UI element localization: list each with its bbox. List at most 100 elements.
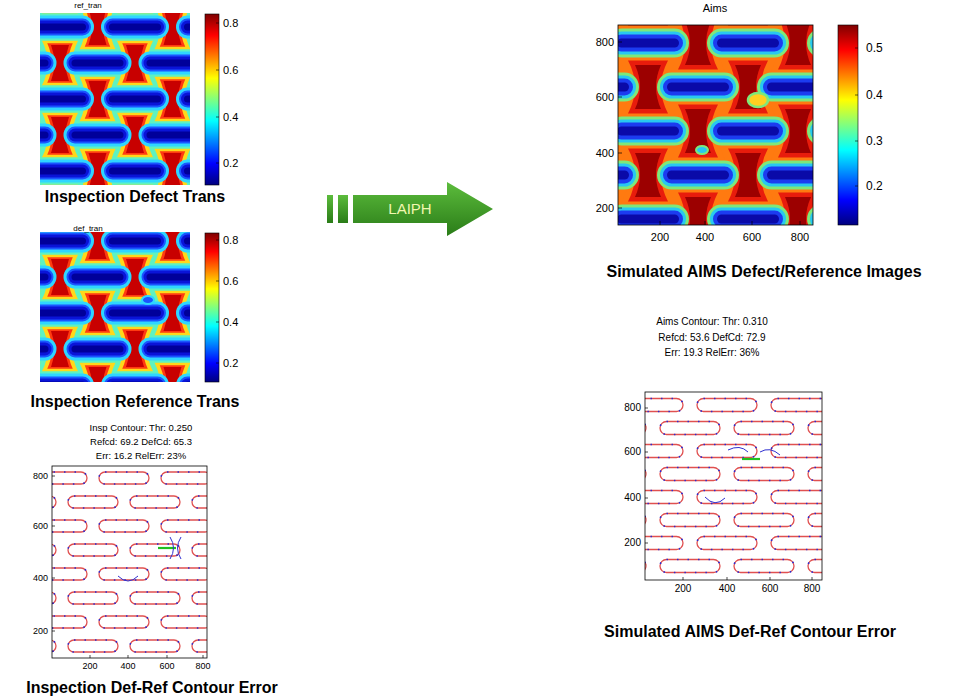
dark-feature (618, 73, 639, 102)
panel-caption: Inspection Reference Trans (31, 393, 240, 411)
dark-feature (763, 167, 813, 184)
dark-feature (40, 379, 89, 383)
defect-contour (161, 568, 207, 580)
tick-mark (618, 208, 622, 209)
dark-feature (713, 35, 783, 52)
dark-feature (101, 232, 169, 253)
dark-feature (618, 76, 636, 99)
axis-tick-label: 400 (719, 584, 736, 594)
dark-feature (717, 127, 779, 136)
dark-feature (707, 29, 789, 58)
defect-contour (130, 496, 180, 508)
tick-mark (855, 141, 858, 142)
tick-mark (52, 476, 55, 477)
dark-feature (40, 21, 89, 34)
dark-feature (72, 274, 124, 281)
colorbar-tick-label: 0.4 (223, 317, 238, 328)
dark-feature (67, 269, 129, 286)
defect-contour (645, 537, 683, 550)
dark-feature (40, 52, 57, 75)
dark-feature (618, 171, 629, 180)
plot-ground (52, 466, 207, 658)
tick-mark (855, 186, 858, 187)
bright-spot (785, 25, 811, 65)
panel-caption: Inspection Def-Ref Contour Error (26, 679, 278, 697)
bright-spot (685, 197, 711, 225)
panel-caption: Simulated AIMS Def-Ref Contour Error (604, 623, 896, 641)
defect-contour (52, 544, 56, 556)
dark-feature (109, 310, 161, 317)
dark-feature (184, 238, 190, 245)
dark-feature (618, 208, 686, 226)
tick-mark (812, 577, 813, 580)
defect-contour (99, 520, 149, 532)
dark-feature (710, 208, 786, 226)
reference-contour (645, 491, 683, 504)
reference-contour (192, 640, 207, 652)
dark-feature (618, 215, 679, 224)
dark-feature (179, 233, 190, 250)
dark-feature (618, 211, 683, 226)
dark-feature (67, 341, 129, 358)
reference-contour (660, 468, 720, 481)
dark-feature (184, 310, 190, 317)
colorbar-tick-label: 0.5 (866, 42, 883, 54)
tick-mark (167, 655, 168, 658)
colorbar (205, 233, 219, 382)
axis-tick-label: 600 (762, 584, 779, 594)
dark-feature (807, 205, 813, 226)
dark-feature (64, 52, 132, 75)
reference-contour (697, 399, 757, 412)
dark-feature (707, 205, 789, 226)
axis-tick-label: 800 (791, 232, 809, 243)
dark-feature (104, 91, 166, 108)
dark-feature (69, 343, 127, 356)
dark-feature (760, 164, 813, 187)
colorbar-tick-label: 0.2 (223, 158, 238, 169)
bright-spot (117, 13, 153, 14)
dark-feature (67, 127, 129, 144)
dark-feature (618, 120, 686, 143)
reference-contour (52, 520, 87, 532)
plot-frame (618, 25, 813, 225)
reference-contour (52, 640, 56, 652)
arrow-stripe (338, 195, 348, 223)
reference-contour (52, 544, 56, 556)
tick-mark (645, 543, 648, 544)
axis-tick-label: 400 (33, 574, 48, 583)
reference-contour (734, 514, 794, 527)
defect-contour (52, 472, 87, 484)
dark-feature (179, 19, 190, 36)
defect-contour (161, 472, 207, 484)
dark-feature (142, 55, 191, 72)
dark-feature (40, 127, 54, 144)
dark-feature (144, 343, 191, 356)
defect-contour (771, 491, 822, 504)
dark-feature (40, 57, 52, 70)
dark-feature (142, 127, 191, 144)
defect-contour (697, 399, 757, 412)
colorbar (838, 25, 858, 225)
defect-contour (192, 640, 207, 652)
dark-feature (109, 382, 161, 383)
dark-feature (179, 163, 190, 180)
defect-contour (161, 616, 207, 628)
defect-contour (808, 560, 822, 573)
defect-contour (68, 640, 118, 652)
axis-tick-label: 800 (33, 472, 48, 481)
contour-plot (52, 466, 207, 658)
dark-feature (106, 21, 164, 34)
defect-contour (771, 445, 822, 458)
dark-feature (618, 32, 686, 55)
dark-feature (40, 160, 94, 183)
tick-mark (618, 42, 622, 43)
dark-feature (40, 343, 52, 356)
reference-contour (771, 491, 822, 504)
colorbar-tick-label: 0.6 (223, 65, 238, 76)
dark-feature (807, 29, 813, 58)
axis-tick-label: 400 (596, 148, 614, 159)
dark-feature (40, 266, 57, 289)
dark-feature (109, 168, 161, 175)
plot-title: def_tran (73, 224, 102, 233)
